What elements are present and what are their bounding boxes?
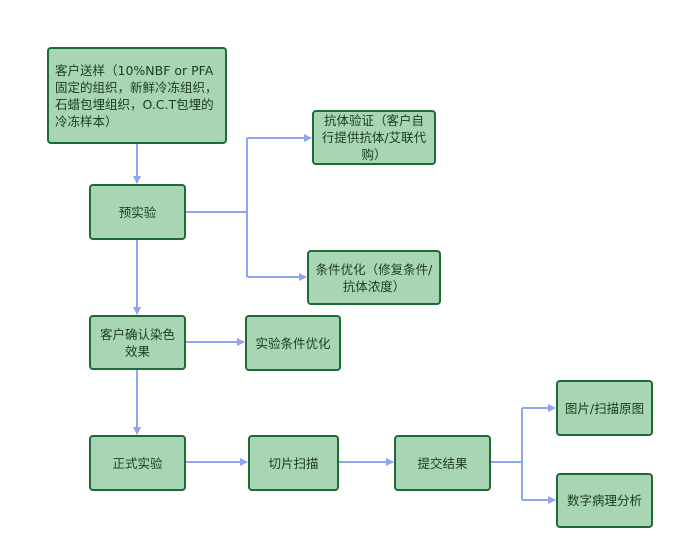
node-digital-pathology-label: 数字病理分析 bbox=[566, 493, 642, 508]
node-experiment-condition-optimization-label: 实验条件优化 bbox=[255, 335, 331, 351]
node-slide-scan: 切片扫描 bbox=[248, 435, 339, 491]
node-antibody-validation-label: 抗体验证（客户自行提供抗体/艾联代购） bbox=[321, 113, 427, 162]
node-experiment-condition-optimization: 实验条件优化 bbox=[245, 315, 341, 371]
node-pre-experiment-label: 预实验 bbox=[118, 204, 157, 220]
node-formal-experiment-label: 正式实验 bbox=[112, 455, 163, 471]
node-submit-results-label: 提交结果 bbox=[417, 455, 468, 471]
node-condition-optimization: 条件优化（修复条件/抗体浓度） bbox=[307, 250, 441, 305]
node-sample-label: 客户送样（10%NBF or PFA固定的组织，新鲜冷冻组织，石蜡包埋组织，O.… bbox=[55, 62, 218, 129]
node-antibody-validation: 抗体验证（客户自行提供抗体/艾联代购） bbox=[312, 110, 436, 165]
node-images: 图片/扫描原图 bbox=[556, 380, 653, 436]
node-sample: 客户送样（10%NBF or PFA固定的组织，新鲜冷冻组织，石蜡包埋组织，O.… bbox=[47, 47, 227, 144]
node-pre-experiment: 预实验 bbox=[89, 184, 186, 240]
node-formal-experiment: 正式实验 bbox=[89, 435, 186, 491]
node-confirm-staining: 客户确认染色效果 bbox=[89, 315, 186, 370]
node-condition-optimization-label: 条件优化（修复条件/抗体浓度） bbox=[315, 261, 433, 294]
node-submit-results: 提交结果 bbox=[394, 435, 491, 491]
node-digital-pathology: 数字病理分析 bbox=[556, 473, 653, 528]
node-confirm-staining-label: 客户确认染色效果 bbox=[99, 326, 175, 359]
node-slide-scan-label: 切片扫描 bbox=[268, 455, 319, 471]
node-images-label: 图片/扫描原图 bbox=[564, 400, 645, 416]
